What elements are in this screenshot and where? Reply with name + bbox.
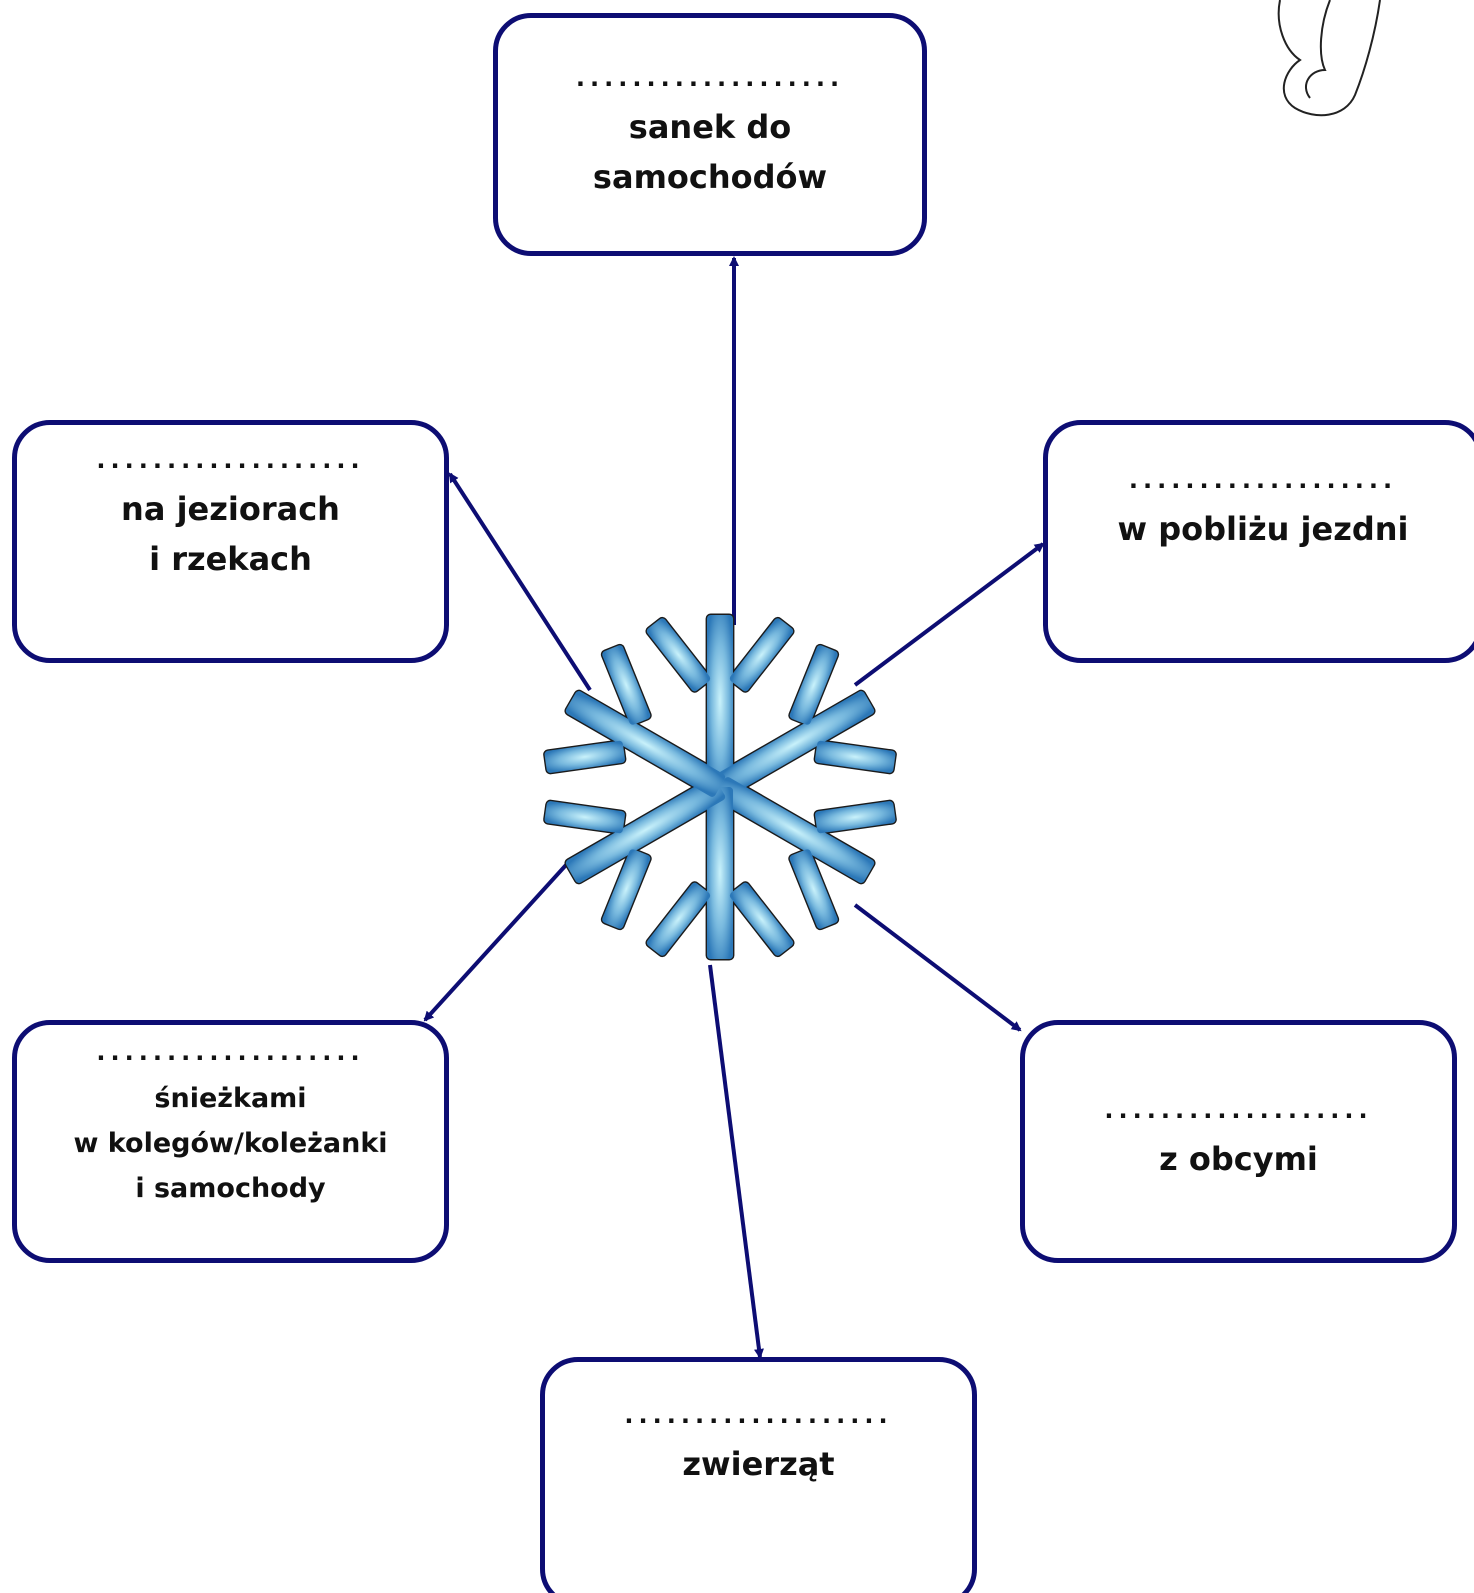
box-text-line: w pobliżu jezdni bbox=[1117, 509, 1409, 548]
snowflake-icon bbox=[532, 613, 908, 961]
arrow-to-lower-left bbox=[423, 863, 568, 1022]
box-text-line: w kolegów/koleżanki bbox=[73, 1128, 388, 1159]
box-text-line: samochodów bbox=[592, 157, 828, 196]
blank-dots: ................... bbox=[1128, 465, 1398, 494]
arrow-to-bottom bbox=[708, 964, 764, 1359]
blank-dots: ................... bbox=[624, 1401, 893, 1429]
arrow-to-upper-left bbox=[448, 472, 592, 692]
blank-dots: ................... bbox=[96, 445, 365, 474]
blank-dots: ................... bbox=[1104, 1095, 1373, 1124]
box-text-line: sanek do bbox=[628, 107, 792, 146]
box-text-line: z obcymi bbox=[1159, 1139, 1318, 1178]
box-text-line: na jeziorach bbox=[121, 489, 340, 528]
box-text-line: zwierząt bbox=[682, 1445, 835, 1483]
box-text-line: i samochody bbox=[135, 1173, 326, 1204]
arrow-to-upper-right bbox=[853, 542, 1045, 687]
mitten-icon bbox=[1277, 0, 1381, 117]
box-lower-left: ................... śnieżkami w kolegów/… bbox=[12, 1020, 449, 1263]
box-upper-left: ................... na jeziorach i rzeka… bbox=[12, 420, 449, 663]
box-upper-right: ................... w pobliżu jezdni bbox=[1043, 420, 1474, 663]
arrow-to-lower-right bbox=[853, 903, 1022, 1032]
box-bottom: ................... zwierząt bbox=[540, 1357, 977, 1593]
box-text-line: i rzekach bbox=[149, 539, 312, 578]
box-top: ................... sanek do samochodów bbox=[493, 13, 927, 256]
box-lower-right: ................... z obcymi bbox=[1020, 1020, 1457, 1263]
blank-dots: ................... bbox=[96, 1038, 365, 1066]
box-text-line: śnieżkami bbox=[154, 1083, 307, 1114]
blank-dots: ................... bbox=[575, 63, 845, 92]
